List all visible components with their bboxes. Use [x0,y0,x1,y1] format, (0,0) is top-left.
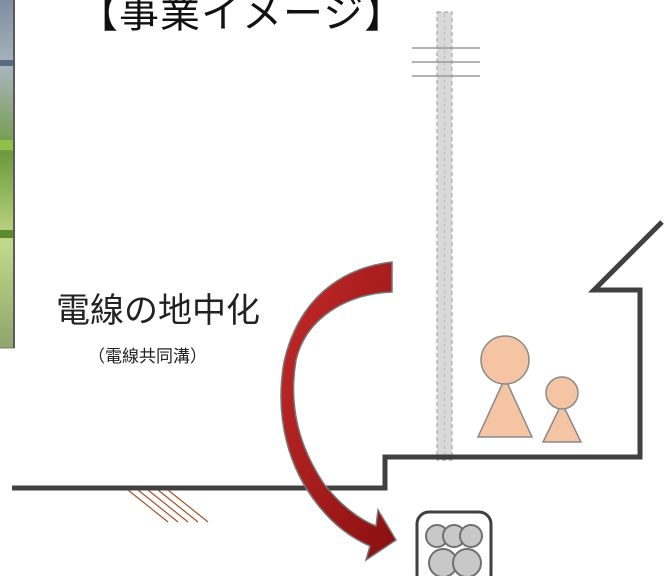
curved-arrow-icon [280,261,398,562]
cable-conduit-icon [415,510,493,580]
page-title: 【事業イメージ】 [78,0,406,37]
photo-thumbnail [0,0,15,349]
utility-pole-icon [412,11,480,461]
ground-line [12,220,664,491]
adult-person-icon [476,335,534,438]
soil-hatch [127,489,209,523]
child-person-icon [541,376,583,443]
main-label: 電線の地中化 [56,291,260,331]
sub-label: （電線共同溝） [88,347,207,367]
